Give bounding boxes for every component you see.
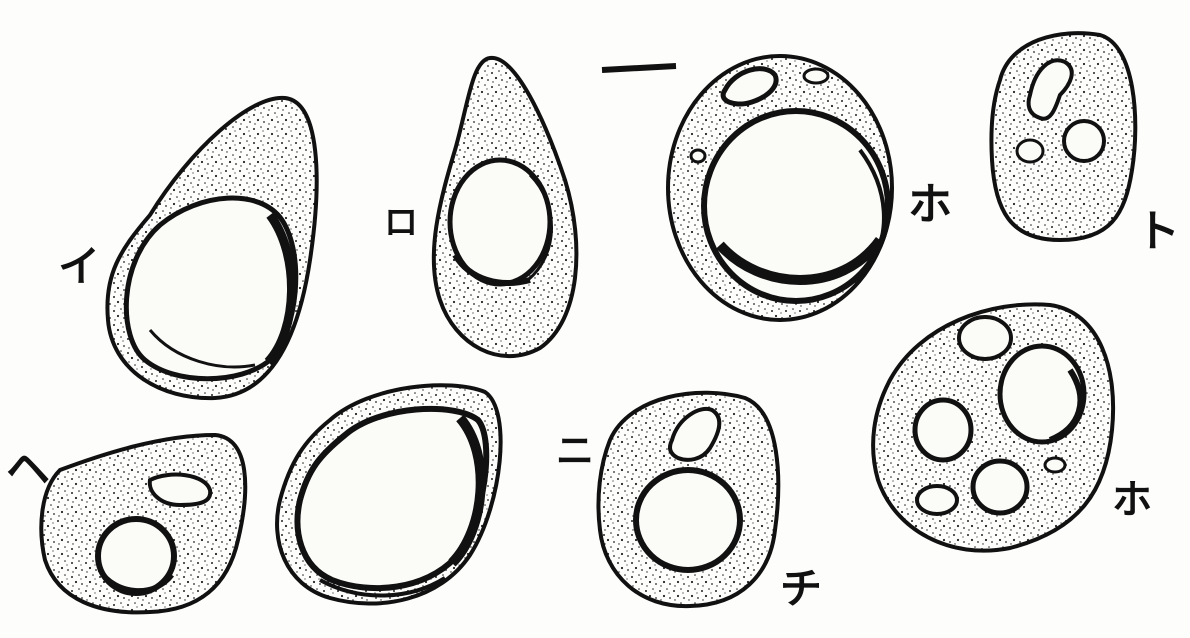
label-he: ヘ	[6, 448, 50, 492]
label-ni: ニ	[556, 432, 594, 470]
cell-ha	[668, 56, 892, 320]
cell-ha2	[873, 304, 1113, 550]
label-ha: ホ	[908, 183, 952, 227]
cell-to	[991, 33, 1135, 240]
cell-ni	[598, 393, 778, 606]
cell-he	[41, 435, 245, 612]
cell-oval	[277, 385, 501, 603]
label-i: イ	[58, 246, 100, 288]
label-chi: チ	[780, 568, 822, 610]
label-to: ト	[1136, 210, 1180, 254]
label-ro: ロ	[384, 206, 418, 240]
cell-ro	[434, 58, 577, 356]
label-ha2: ホ	[1112, 480, 1152, 520]
cell-i	[107, 98, 316, 398]
dash-mark	[602, 66, 676, 70]
